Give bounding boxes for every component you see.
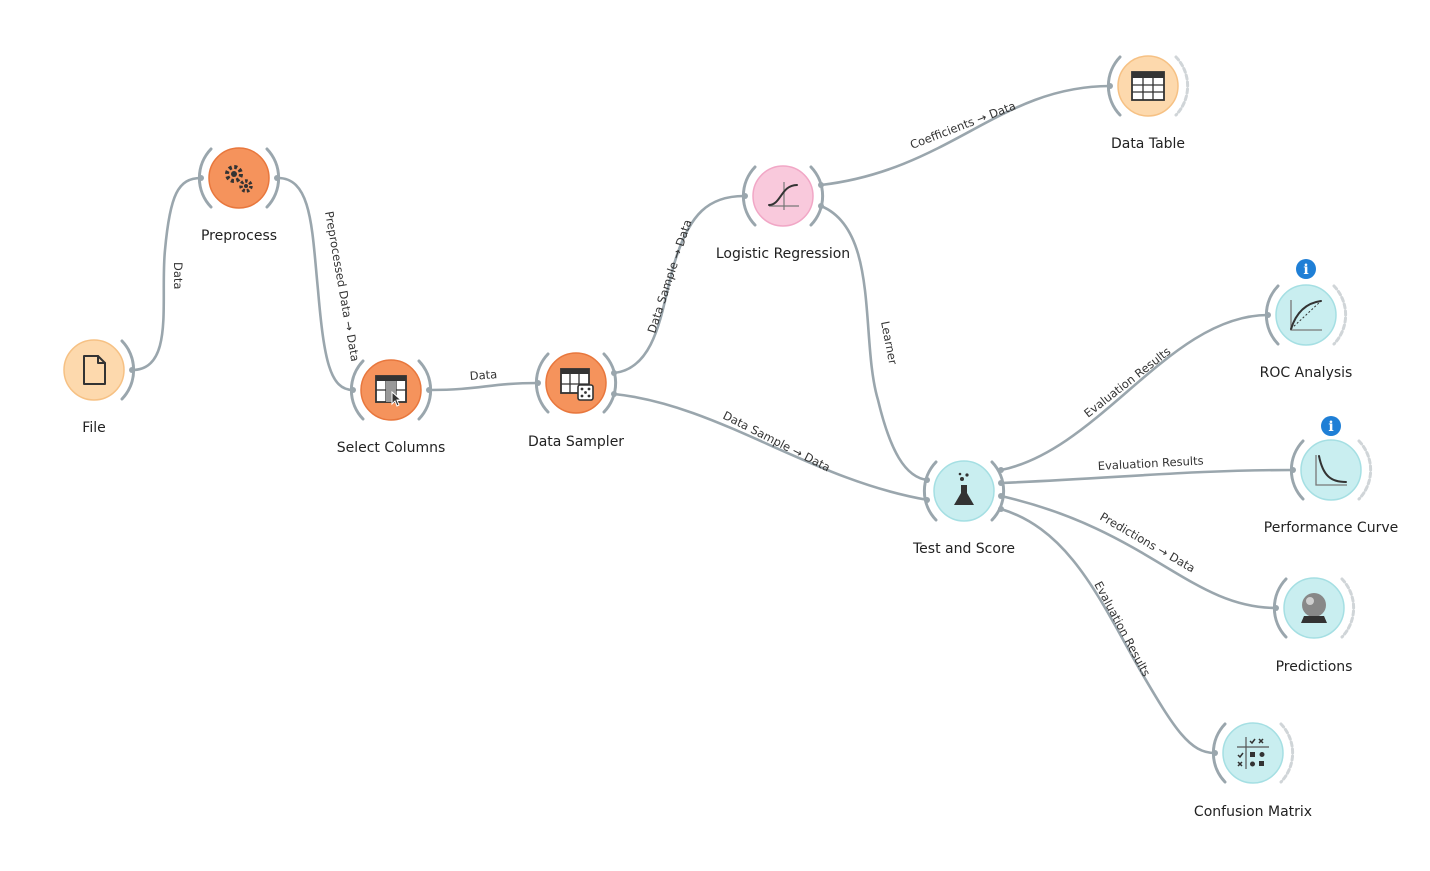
link-test-and-score-predictions[interactable] (999, 494, 1279, 610)
link-test-and-score-roc-analysis[interactable] (999, 313, 1270, 472)
node-label-performance-curve: Performance Curve (1264, 520, 1398, 536)
node-label-predictions: Predictions (1276, 659, 1353, 675)
confusion-matrix-icon (1237, 737, 1269, 769)
node-confusion-matrix[interactable]: Confusion Matrix (1194, 722, 1312, 820)
node-preprocess[interactable]: Preprocess (197, 147, 281, 244)
info-icon[interactable]: i (1296, 259, 1316, 279)
link-label-logreg-table: Coefficients → Data (908, 99, 1018, 152)
logistic-curve-icon (768, 182, 799, 210)
link-label-select-sampler: Data (469, 367, 497, 383)
gears-icon (225, 165, 253, 193)
link-label-sampler-logreg: Data Sample → Data (645, 218, 695, 335)
flask-icon (954, 472, 974, 505)
table-icon (1131, 71, 1165, 101)
link-label-preprocess-select: Preprocessed Data → Data (322, 210, 362, 362)
node-logistic-regression[interactable]: Logistic Regression (716, 165, 850, 262)
link-label-file-preprocess: Data (171, 262, 185, 289)
node-label-roc-analysis: ROC Analysis (1260, 365, 1353, 381)
link-label-logreg-test: Learner (878, 320, 900, 366)
info-icon[interactable]: i (1321, 416, 1341, 436)
link-select-columns-data-sampler[interactable] (428, 381, 540, 392)
link-label-sampler-test: Data Sample → Data (721, 408, 833, 474)
node-test-and-score[interactable]: Test and Score (912, 460, 1015, 557)
node-label-data-sampler: Data Sampler (528, 434, 624, 450)
node-data-table[interactable]: Data Table (1106, 55, 1190, 152)
node-label-confusion-matrix: Confusion Matrix (1194, 804, 1312, 820)
node-label-preprocess: Preprocess (201, 228, 277, 244)
node-predictions[interactable]: Predictions (1272, 577, 1356, 675)
performance-curve-icon (1315, 455, 1347, 486)
select-columns-icon (375, 375, 407, 407)
node-performance-curve[interactable]: i Performance Curve (1264, 416, 1398, 536)
link-preprocess-select-columns[interactable] (276, 176, 355, 392)
node-file[interactable]: File (63, 339, 136, 436)
file-icon (83, 355, 106, 385)
link-file-preprocess[interactable] (130, 176, 203, 372)
link-logistic-regression-data-table[interactable] (819, 84, 1112, 187)
node-label-select-columns: Select Columns (337, 440, 446, 456)
link-label-test-pred: Predictions → Data (1098, 509, 1198, 575)
node-data-sampler[interactable]: Data Sampler (528, 352, 624, 450)
link-logistic-regression-test-and-score[interactable] (819, 204, 930, 482)
link-test-and-score-confusion-matrix[interactable] (999, 507, 1217, 755)
link-label-test-perf: Evaluation Results (1097, 453, 1203, 473)
crystal-ball-icon (1301, 593, 1327, 623)
link-data-sampler-test-and-score[interactable] (612, 392, 930, 502)
node-roc-analysis[interactable]: i ROC Analysis (1260, 259, 1353, 381)
link-data-sampler-logistic-regression[interactable] (612, 194, 746, 375)
link-labels: Data Preprocessed Data → Data Data Data … (171, 99, 1204, 679)
node-label-data-table: Data Table (1111, 136, 1185, 152)
node-select-columns[interactable]: Select Columns (337, 359, 446, 456)
data-sampler-icon (560, 368, 594, 401)
links (130, 84, 1295, 755)
link-test-and-score-performance-curve[interactable] (999, 468, 1295, 485)
node-label-file: File (82, 420, 105, 436)
info-badge-roc: i (1303, 262, 1308, 278)
node-label-test-and-score: Test and Score (912, 541, 1015, 557)
link-label-test-roc: Evaluation Results (1081, 344, 1173, 420)
info-badge-performance: i (1328, 419, 1333, 435)
node-label-logistic-regression: Logistic Regression (716, 246, 850, 262)
link-label-test-confusion: Evaluation Results (1091, 579, 1153, 679)
roc-curve-icon (1290, 300, 1322, 331)
